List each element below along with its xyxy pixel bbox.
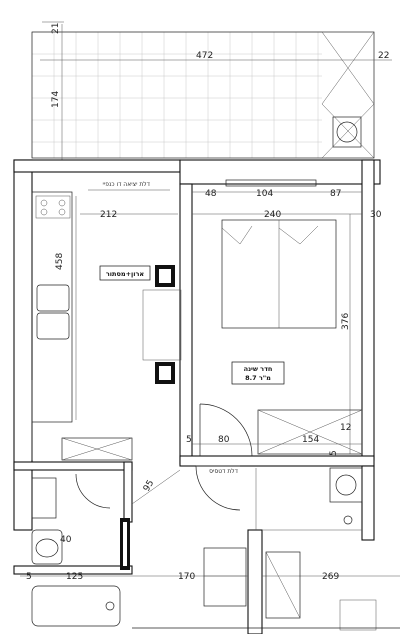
bedroom: 48 104 87 240 30 376 חדר שינה 8.7 מ"ר 5 … [186, 179, 382, 457]
shower [31, 477, 57, 519]
dim-bed-window: 104 [256, 189, 273, 199]
toilet [31, 529, 63, 565]
bed-pillow [221, 225, 253, 245]
bedroom-left-wall [179, 183, 193, 465]
column-core [159, 366, 171, 380]
wardrobe-label: ארון+מסתור [106, 270, 145, 278]
balcony: 472 22 174 21 20 [31, 21, 392, 172]
dim-bed-right-gap: 87 [330, 189, 341, 199]
dim-bed-small-2: 5 [329, 450, 339, 456]
walls [13, 159, 381, 634]
closet-diag [257, 409, 363, 455]
dim-hall-door: 95 [142, 479, 156, 494]
top-wall-bedroom [179, 159, 381, 185]
dim-balcony-right: 22 [378, 51, 389, 61]
balcony-tiles [31, 31, 322, 158]
wardrobe-tag [99, 265, 151, 281]
lower-stair [265, 551, 301, 619]
dim-bed-left-gap: 48 [205, 189, 217, 199]
bedroom-closet [257, 409, 363, 455]
kitchen-counter [31, 191, 73, 423]
bedroom-name: חדר שינה [244, 365, 273, 373]
right-wall [361, 159, 375, 461]
column-core [159, 269, 171, 283]
storage-diag [61, 437, 133, 461]
balcony-outline [31, 31, 375, 159]
floor-drain [343, 515, 353, 525]
lower-box [339, 599, 377, 631]
lower-area: 170 269 [132, 547, 400, 631]
dim-balcony-depth: 174 [51, 91, 61, 108]
dim-margin-s: 5 [26, 572, 32, 582]
washing-machine [329, 467, 363, 503]
hall-door-swing [195, 465, 241, 511]
dim-bed-closet: 154 [302, 435, 319, 445]
dim-top-wall: 21 [51, 23, 61, 34]
dim-lower-width: 170 [178, 572, 195, 582]
dim-bedroom-depth: 376 [341, 313, 351, 330]
sink-basin [36, 284, 70, 312]
bedroom-door-swing [199, 403, 253, 457]
bedroom-door-label: דלת דטסיס [209, 468, 239, 475]
burner [40, 208, 48, 216]
balcony-diagonal [321, 31, 375, 105]
storage-box [61, 437, 133, 461]
bathtub [31, 585, 121, 627]
dim-bed-small: 12 [340, 423, 351, 433]
bedroom-bottom-wall [179, 455, 375, 467]
washing-machine-drum [335, 474, 357, 496]
bath-top-wall [13, 461, 133, 471]
dim-balcony-width: 472 [196, 51, 213, 61]
bath-right-wall [123, 461, 133, 523]
entrance-door-label: דלת יציאה דו כנפיי [103, 181, 151, 188]
stair-diag [265, 551, 301, 619]
bedroom-area: 8.7 מ"ר [245, 374, 271, 382]
wardrobe [142, 289, 182, 361]
balcony-drain-circle [336, 121, 358, 143]
left-wall [13, 159, 33, 531]
utility-right-wall [361, 465, 375, 541]
bath-door-swing [75, 473, 111, 509]
burner [58, 208, 66, 216]
dim-living-depth: 458 [55, 253, 65, 270]
dim-lower-right: 269 [322, 572, 339, 582]
dim-bath-width: 125 [66, 572, 83, 582]
balcony-diagonal [321, 103, 375, 159]
dim-living-width: 212 [100, 210, 117, 220]
burner [40, 199, 48, 207]
bathtub-drain [105, 601, 115, 611]
bedroom-tag [231, 361, 285, 385]
dim-right-wall: 30 [370, 210, 382, 220]
hall: דלת דטסיס 95 5 [120, 450, 363, 570]
top-wall-living [13, 159, 181, 173]
burner [58, 199, 66, 207]
balcony-drain [332, 116, 362, 148]
dim-bedroom-width: 240 [264, 210, 281, 220]
bedroom-window [225, 179, 317, 187]
bed-pillow [278, 225, 319, 245]
bathroom: 40 5 125 [20, 473, 132, 627]
living-room: דלת יציאה דו כנפיי 212 458 ארון+מסתור [31, 181, 182, 461]
dim-bed-door: 80 [218, 435, 230, 445]
door-frame-core [123, 522, 127, 566]
toilet-bowl [35, 538, 59, 558]
dim-bed-door-wall: 5 [186, 435, 192, 445]
lower-wall [247, 529, 263, 634]
stove [35, 195, 71, 219]
bath-lower-wall [13, 565, 133, 575]
dim-line [131, 469, 181, 505]
sink-basin [36, 312, 70, 340]
lower-cabinet [203, 547, 247, 607]
dim-bath-w2: 40 [60, 535, 72, 545]
